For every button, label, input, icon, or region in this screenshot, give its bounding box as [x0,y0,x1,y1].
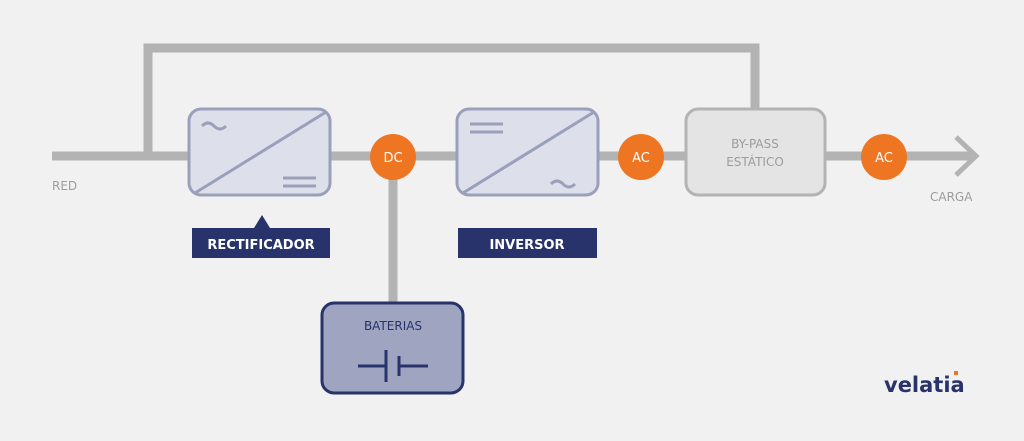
ac-wave-icon [200,121,228,131]
svg-text:velatia: velatia [884,373,965,397]
svg-text:INVERSOR: INVERSOR [489,238,564,253]
bypass-line [143,43,760,156]
dc-node: DC [370,134,416,180]
rectifier-block [187,107,332,197]
svg-text:BY-PASS: BY-PASS [731,137,779,151]
static-bypass-block: BY-PASS ESTÁTICO [684,107,827,197]
arrow-icon [954,135,980,177]
batteries-block: BATERIAS [320,301,465,395]
svg-text:AC: AC [632,151,650,166]
battery-icon [358,350,428,382]
ac-node-inverter: AC [618,134,664,180]
ac-wave-icon [549,179,577,189]
svg-text:AC: AC [875,151,893,166]
svg-text:DC: DC [383,151,402,166]
inverter-label: INVERSOR [458,228,597,258]
svg-text:BATERIAS: BATERIAS [364,319,422,333]
svg-text:RECTIFICADOR: RECTIFICADOR [207,238,314,253]
velatia-logo: velatia [884,371,965,397]
input-label: RED [52,179,77,193]
ac-node-output: AC [861,134,907,180]
rectifier-label: RECTIFICADOR [192,215,330,258]
svg-text:ESTÁTICO: ESTÁTICO [726,154,784,169]
inverter-block [455,107,600,197]
output-label: CARGA [930,190,973,204]
